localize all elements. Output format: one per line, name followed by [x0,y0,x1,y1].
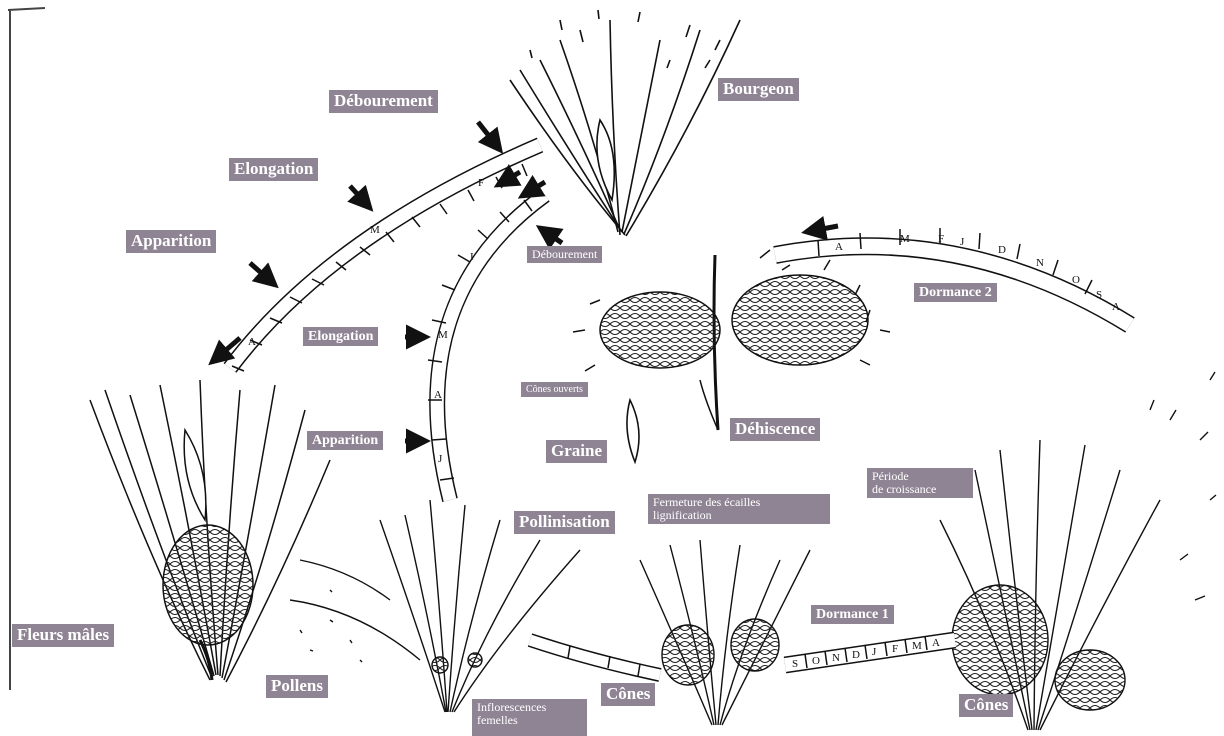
band-letter: N [832,652,840,664]
band-letter: I [470,251,474,263]
label-graine: Graine [546,440,607,463]
label-dormance-1: Dormance 1 [811,605,894,624]
dormance-1-band [785,636,955,668]
band-letter: J [960,236,965,248]
label-debourrement-top: Débourement [329,90,438,113]
band-letter: N [1036,257,1044,269]
label-elongation-mid: Elongation [303,327,378,346]
middle-growth-band [428,195,545,500]
periode-line-2: de croissance [872,483,968,496]
label-bourgeon: Bourgeon [718,78,799,101]
seed-illustration [627,400,639,462]
fermeture-line-2: lignification [653,509,825,522]
band-letter: M [912,640,922,652]
page-edge-marks [8,8,45,690]
label-cones-right: Cônes [959,694,1013,717]
label-apparition-left: Apparition [126,230,216,253]
band-letter: D [852,649,860,661]
label-fleurs-males: Fleurs mâles [12,624,114,647]
band-letter: F [938,233,944,245]
arrow-icon [498,172,520,185]
band-letter: A [932,637,940,649]
arrow-icon [806,226,838,232]
arrow-icon [350,186,370,208]
label-dormance-2: Dormance 2 [914,283,997,302]
label-inflorescences-femelles: Inflorescences femelles [472,699,587,736]
young-cones-illustration [640,540,810,725]
lower-band [530,640,660,676]
label-debourrement-small: Débourement [527,246,602,263]
band-letter: O [812,655,820,667]
label-periode-croissance: Période de croissance [867,468,973,498]
band-letter: O [1072,274,1080,286]
band-letter: A [248,336,256,348]
mature-cones-illustration [914,372,1216,730]
label-apparition-mid: Apparition [307,431,383,450]
band-letter: S [792,658,798,670]
male-flowers-illustration [90,380,330,682]
band-letter: D [998,244,1006,256]
band-letter: A [835,241,843,253]
label-cones-center: Cônes [601,683,655,706]
band-letter: F [892,643,898,655]
arrow-icon [250,263,275,285]
band-letter: M [370,224,380,236]
arrow-icon [540,228,562,243]
band-letter: J [872,646,877,658]
label-pollens: Pollens [266,675,328,698]
label-dehiscence: Déhiscence [730,418,820,441]
inflorescences-line-2: femelles [477,714,582,727]
label-elongation-left: Elongation [229,158,318,181]
band-letter: A [1112,301,1120,313]
band-letter: J [438,453,443,465]
arrow-icon [478,122,500,150]
label-pollinisation: Pollinisation [514,511,615,534]
label-fermeture-ecailles: Fermeture des écailles lignification [648,494,830,524]
label-cones-ouverts: Cônes ouverts [521,382,588,397]
band-letter: F [478,177,484,189]
band-letter: S [1096,289,1102,301]
dehiscence-cones-illustration [573,250,890,430]
band-letter: A [434,389,442,401]
band-letter: M [900,233,910,245]
band-letter: M [438,329,448,341]
